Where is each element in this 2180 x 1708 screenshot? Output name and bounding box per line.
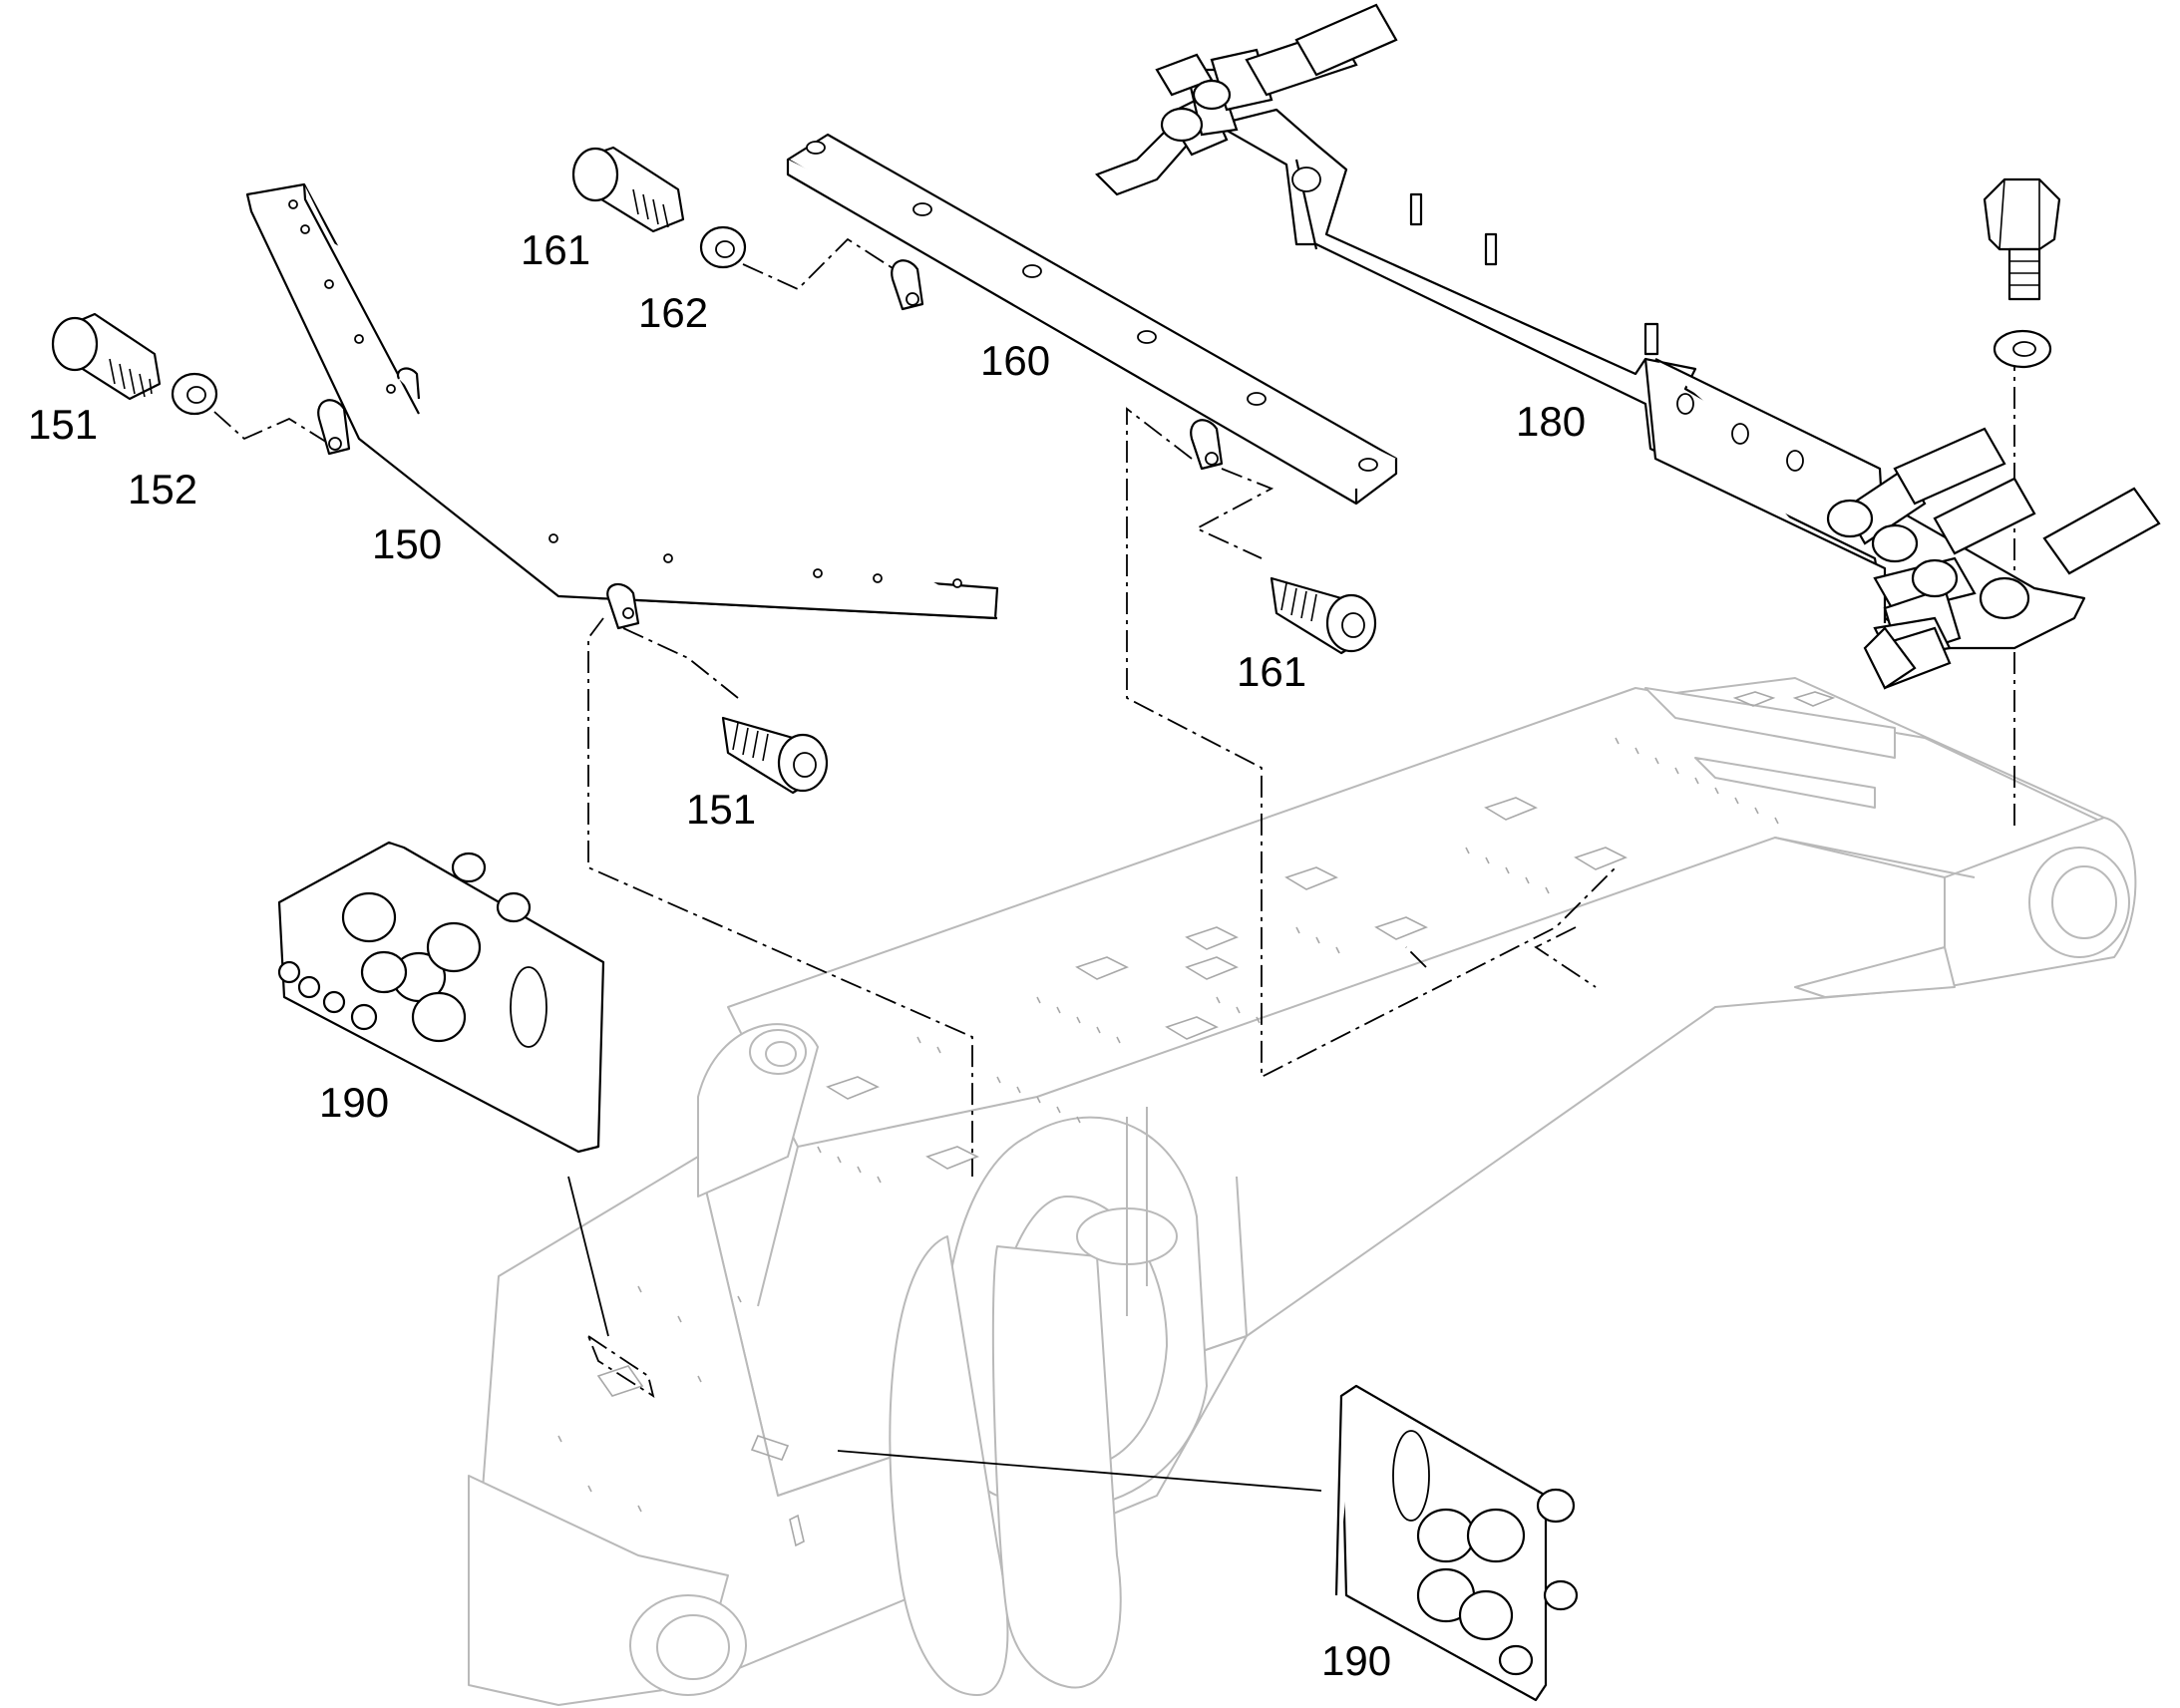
part-190-upper-plate xyxy=(277,841,605,1154)
bolt-151-top xyxy=(51,312,162,401)
bolt-161-top xyxy=(571,146,685,233)
bolt-151-lower xyxy=(721,716,829,795)
callout-160: 160 xyxy=(980,337,1050,384)
callout-180: 180 xyxy=(1516,398,1586,445)
bolt-hex-180 xyxy=(1983,177,2061,369)
callout-162: 162 xyxy=(638,289,708,336)
callout-190-lower: 190 xyxy=(1321,1637,1391,1684)
washer-162 xyxy=(699,225,747,269)
bolt-161-lower xyxy=(1270,576,1377,655)
callout-150: 150 xyxy=(372,520,442,567)
part-190-lower-plate xyxy=(1334,1384,1579,1702)
boom-assembly-ghost xyxy=(468,677,2137,1706)
callout-190-upper: 190 xyxy=(319,1079,389,1126)
callout-152: 152 xyxy=(128,466,197,512)
callout-151-lower: 151 xyxy=(686,786,756,833)
part-150-bracket xyxy=(245,182,999,630)
callout-161-top: 161 xyxy=(521,226,590,273)
washer-152 xyxy=(171,372,218,416)
part-180-hose-bracket xyxy=(1095,3,2161,690)
callout-labels: 151 152 150 161 162 160 180 161 151 190 … xyxy=(28,226,1586,1684)
callout-151-top: 151 xyxy=(28,401,98,448)
part-160-bar xyxy=(786,133,1398,506)
callout-161-lower: 161 xyxy=(1237,648,1306,695)
